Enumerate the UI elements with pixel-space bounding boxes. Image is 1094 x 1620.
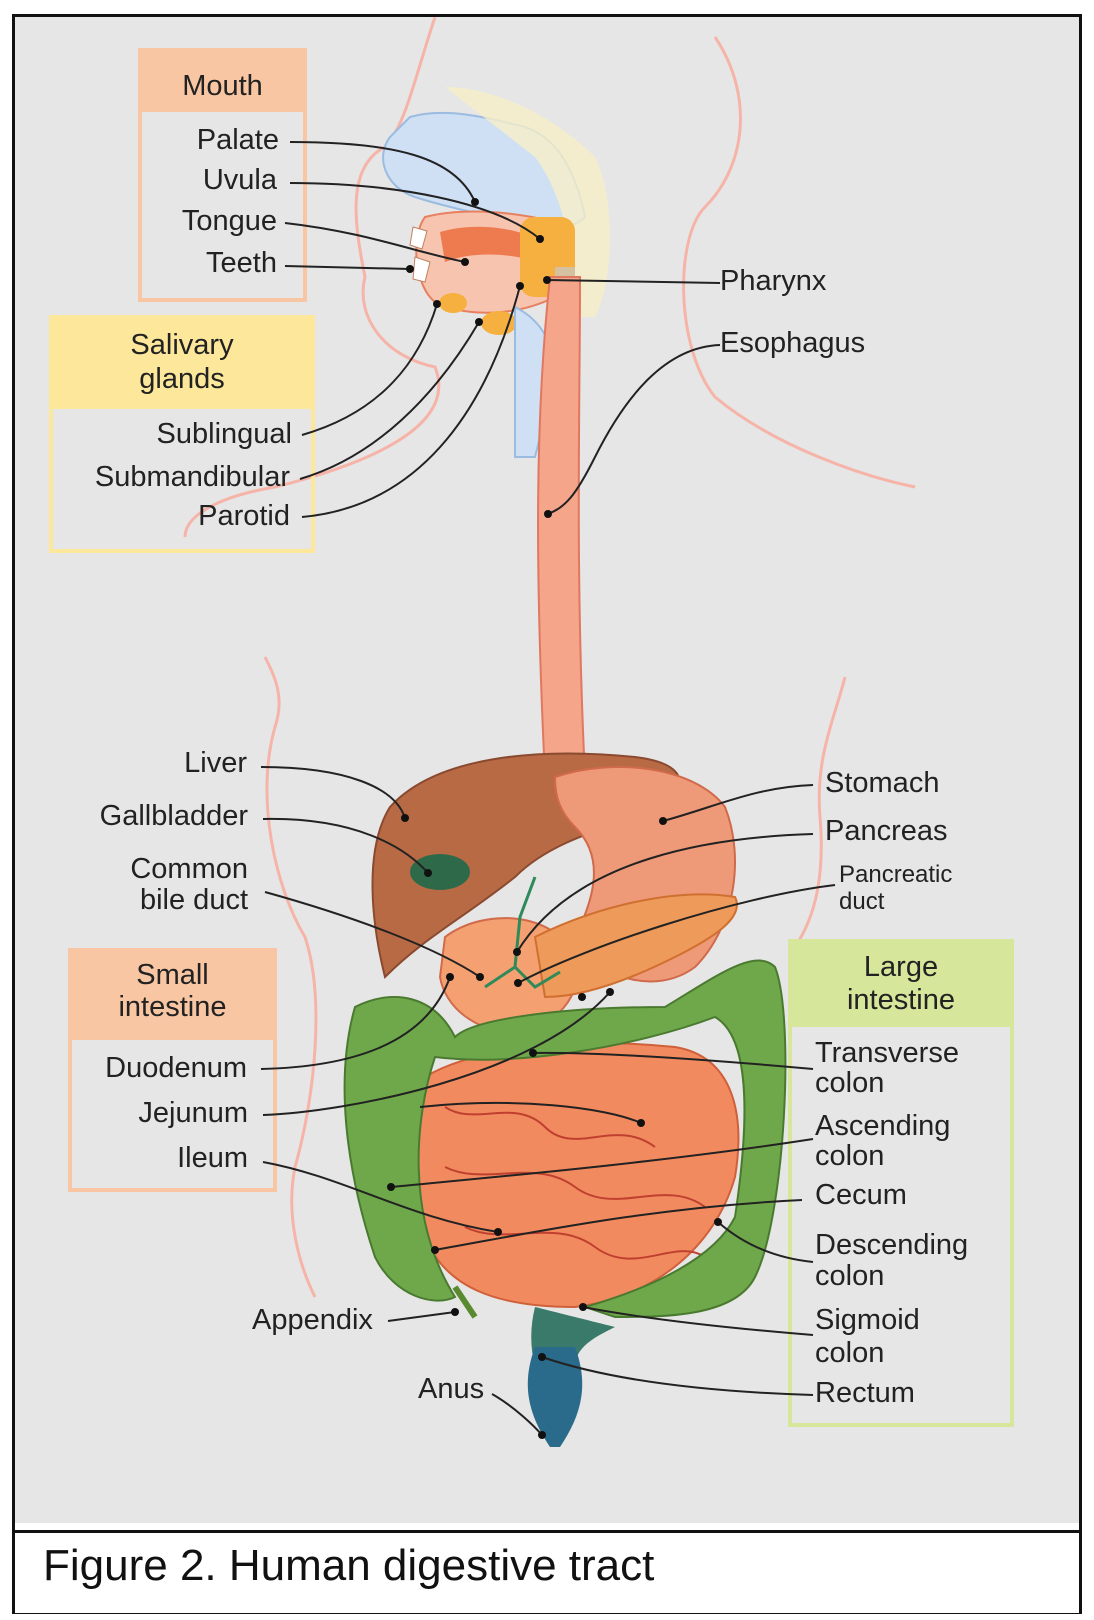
label-tongue: Tongue: [181, 205, 277, 237]
caption-text: Figure 2. Human digestive tract: [43, 1541, 655, 1590]
rectum-shape: [527, 1347, 583, 1447]
leader-dots: [387, 198, 722, 1439]
label-teeth: Teeth: [206, 247, 277, 279]
label-pancreatic-duct-line2: duct: [839, 888, 885, 915]
label-submandibular: Submandibular: [94, 461, 290, 493]
label-appendix: Appendix: [252, 1304, 373, 1336]
digestive-diagram: Mouth Salivary glands Small intestine La…: [15, 17, 1079, 1523]
label-common-bile-duct-line2: bile duct: [139, 884, 248, 916]
large-intestine-header-line2: intestine: [846, 984, 955, 1016]
label-sigmoid-colon-line1: Sigmoid: [815, 1304, 920, 1336]
label-jejunum: Jejunum: [138, 1097, 248, 1129]
small-intestine-box-header: [70, 950, 275, 1040]
small-intestine-header-line1: Small: [136, 959, 209, 991]
label-cecum: Cecum: [815, 1179, 907, 1211]
label-liver: Liver: [184, 747, 247, 779]
label-pharynx: Pharynx: [720, 265, 827, 297]
leader-lines: [260, 141, 836, 1436]
label-transverse-colon-line1: Transverse: [815, 1037, 959, 1069]
label-descending-colon-line2: colon: [815, 1260, 885, 1292]
label-ileum: Ileum: [177, 1142, 248, 1174]
appendix-shape: [452, 1285, 478, 1319]
salivary-box-header: [51, 317, 313, 409]
small-intestine-folds: [444, 1106, 706, 1260]
mouth-box-header: [140, 50, 305, 112]
label-uvula: Uvula: [202, 164, 277, 196]
label-transverse-colon-line2: colon: [815, 1067, 885, 1099]
label-palate: Palate: [196, 124, 279, 156]
label-rectum: Rectum: [815, 1377, 915, 1409]
figure-caption: Figure 2. Human digestive tract: [15, 1530, 1079, 1613]
label-sublingual: Sublingual: [156, 418, 292, 450]
label-stomach: Stomach: [825, 767, 940, 799]
label-descending-colon-line1: Descending: [815, 1229, 969, 1261]
label-parotid: Parotid: [198, 500, 290, 532]
small-intestine-header-line2: intestine: [118, 991, 227, 1023]
esophagus-shape: [537, 276, 587, 778]
label-pancreatic-duct-line1: Pancreatic: [839, 861, 953, 888]
diagram-canvas: [15, 17, 1079, 1523]
label-duodenum: Duodenum: [105, 1052, 247, 1084]
label-common-bile-duct-line1: Common: [130, 853, 248, 885]
large-intestine-shape: [343, 959, 787, 1319]
salivary-header-line1: Salivary: [130, 329, 234, 361]
label-ascending-colon-line1: Ascending: [815, 1110, 951, 1142]
label-ascending-colon-line2: colon: [815, 1140, 885, 1172]
label-esophagus: Esophagus: [720, 327, 866, 359]
large-intestine-box-header: [790, 941, 1012, 1027]
label-pancreas: Pancreas: [825, 815, 948, 847]
gallbladder-shape: [410, 854, 470, 890]
salivary-header-line2: glands: [139, 363, 225, 395]
label-anus: Anus: [418, 1373, 485, 1405]
label-gallbladder: Gallbladder: [99, 800, 248, 832]
large-intestine-header-line1: Large: [863, 951, 939, 983]
pancreas-shape: [533, 893, 738, 999]
label-sigmoid-colon-line2: colon: [815, 1337, 885, 1369]
mouth-header: Mouth: [182, 70, 263, 102]
